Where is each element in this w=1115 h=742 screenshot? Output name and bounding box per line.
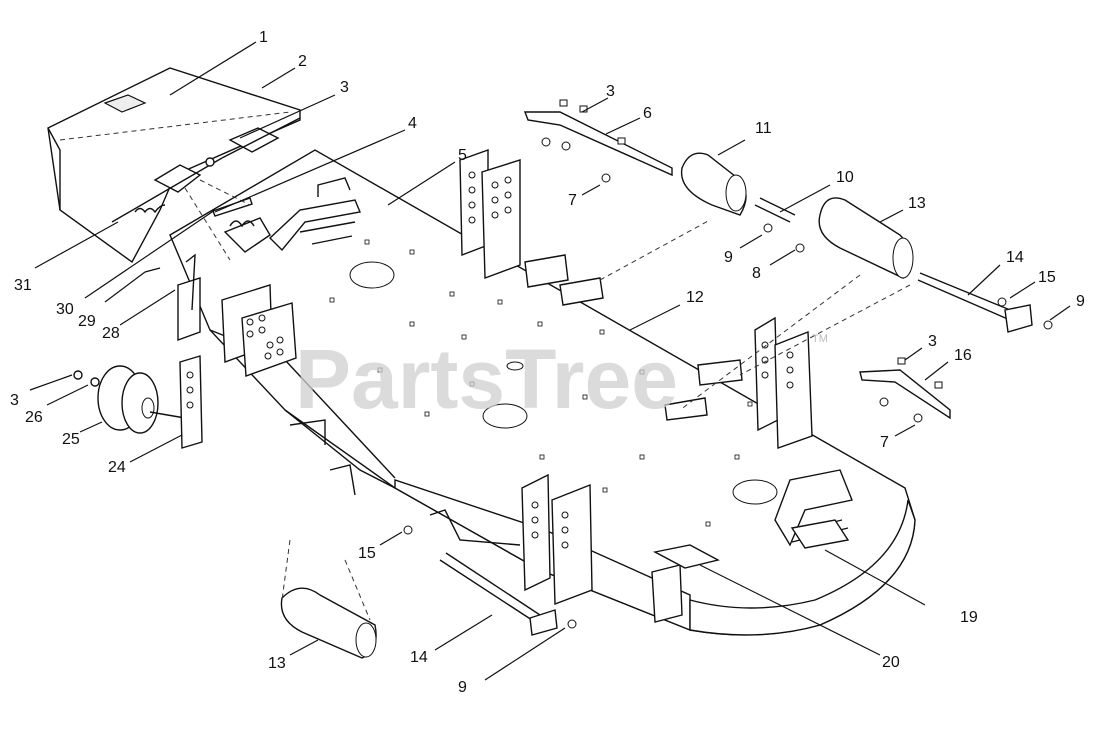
callout-24: 24 (108, 459, 126, 476)
callout-16: 16 (954, 347, 972, 364)
left-brackets (177, 277, 297, 377)
callout-13a: 13 (908, 195, 926, 212)
callout-15a: 15 (1038, 269, 1056, 286)
axles (439, 197, 1033, 636)
callout-8: 8 (752, 265, 761, 282)
discharge-chute (47, 67, 301, 264)
chute-rod-assembly (111, 117, 301, 311)
callout-3d: 3 (10, 392, 19, 409)
callout-7a: 7 (568, 192, 577, 209)
callout-2: 2 (298, 53, 307, 70)
callout-9a: 9 (724, 249, 733, 266)
callout-3c: 3 (928, 333, 937, 350)
callout-6: 6 (643, 105, 652, 122)
watermark-text: PartsTree (295, 332, 678, 426)
callout-4: 4 (408, 115, 417, 132)
callout-10: 10 (836, 169, 854, 186)
leader-lines (29, 41, 1071, 681)
callout-5: 5 (458, 147, 467, 164)
callout-31: 31 (14, 277, 32, 294)
callout-28: 28 (102, 325, 120, 342)
callout-9c: 9 (458, 679, 467, 696)
roller-13-rear (818, 197, 914, 279)
callout-14b: 14 (410, 649, 428, 666)
callout-numbers: 1 2 3 3 4 5 6 3 7 7 8 9 9 9 10 11 12 13 … (10, 29, 1085, 696)
callout-11: 11 (755, 120, 772, 137)
callout-20: 20 (882, 654, 900, 671)
right-brackets (664, 316, 813, 449)
callout-7b: 7 (880, 434, 889, 451)
callout-1: 1 (259, 29, 268, 46)
callout-30: 30 (56, 301, 74, 318)
watermark-trademark: TM (812, 333, 828, 345)
roller-11 (680, 152, 747, 216)
callout-12: 12 (686, 289, 704, 306)
callout-14a: 14 (1006, 249, 1024, 266)
callout-29: 29 (78, 313, 96, 330)
callout-26: 26 (25, 409, 43, 426)
callout-25: 25 (62, 431, 80, 448)
front-brackets (521, 473, 683, 623)
baffle-plates (403, 99, 1053, 629)
roller-13-front (280, 539, 377, 659)
callout-3b: 3 (606, 83, 615, 100)
callout-15b: 15 (358, 545, 376, 562)
rear-center-brackets (459, 149, 604, 306)
callout-19: 19 (960, 609, 978, 626)
caster-wheel (73, 355, 203, 449)
decals (652, 519, 850, 569)
callout-9b: 9 (1076, 293, 1085, 310)
callout-3a: 3 (340, 79, 349, 96)
callout-13b: 13 (268, 655, 286, 672)
